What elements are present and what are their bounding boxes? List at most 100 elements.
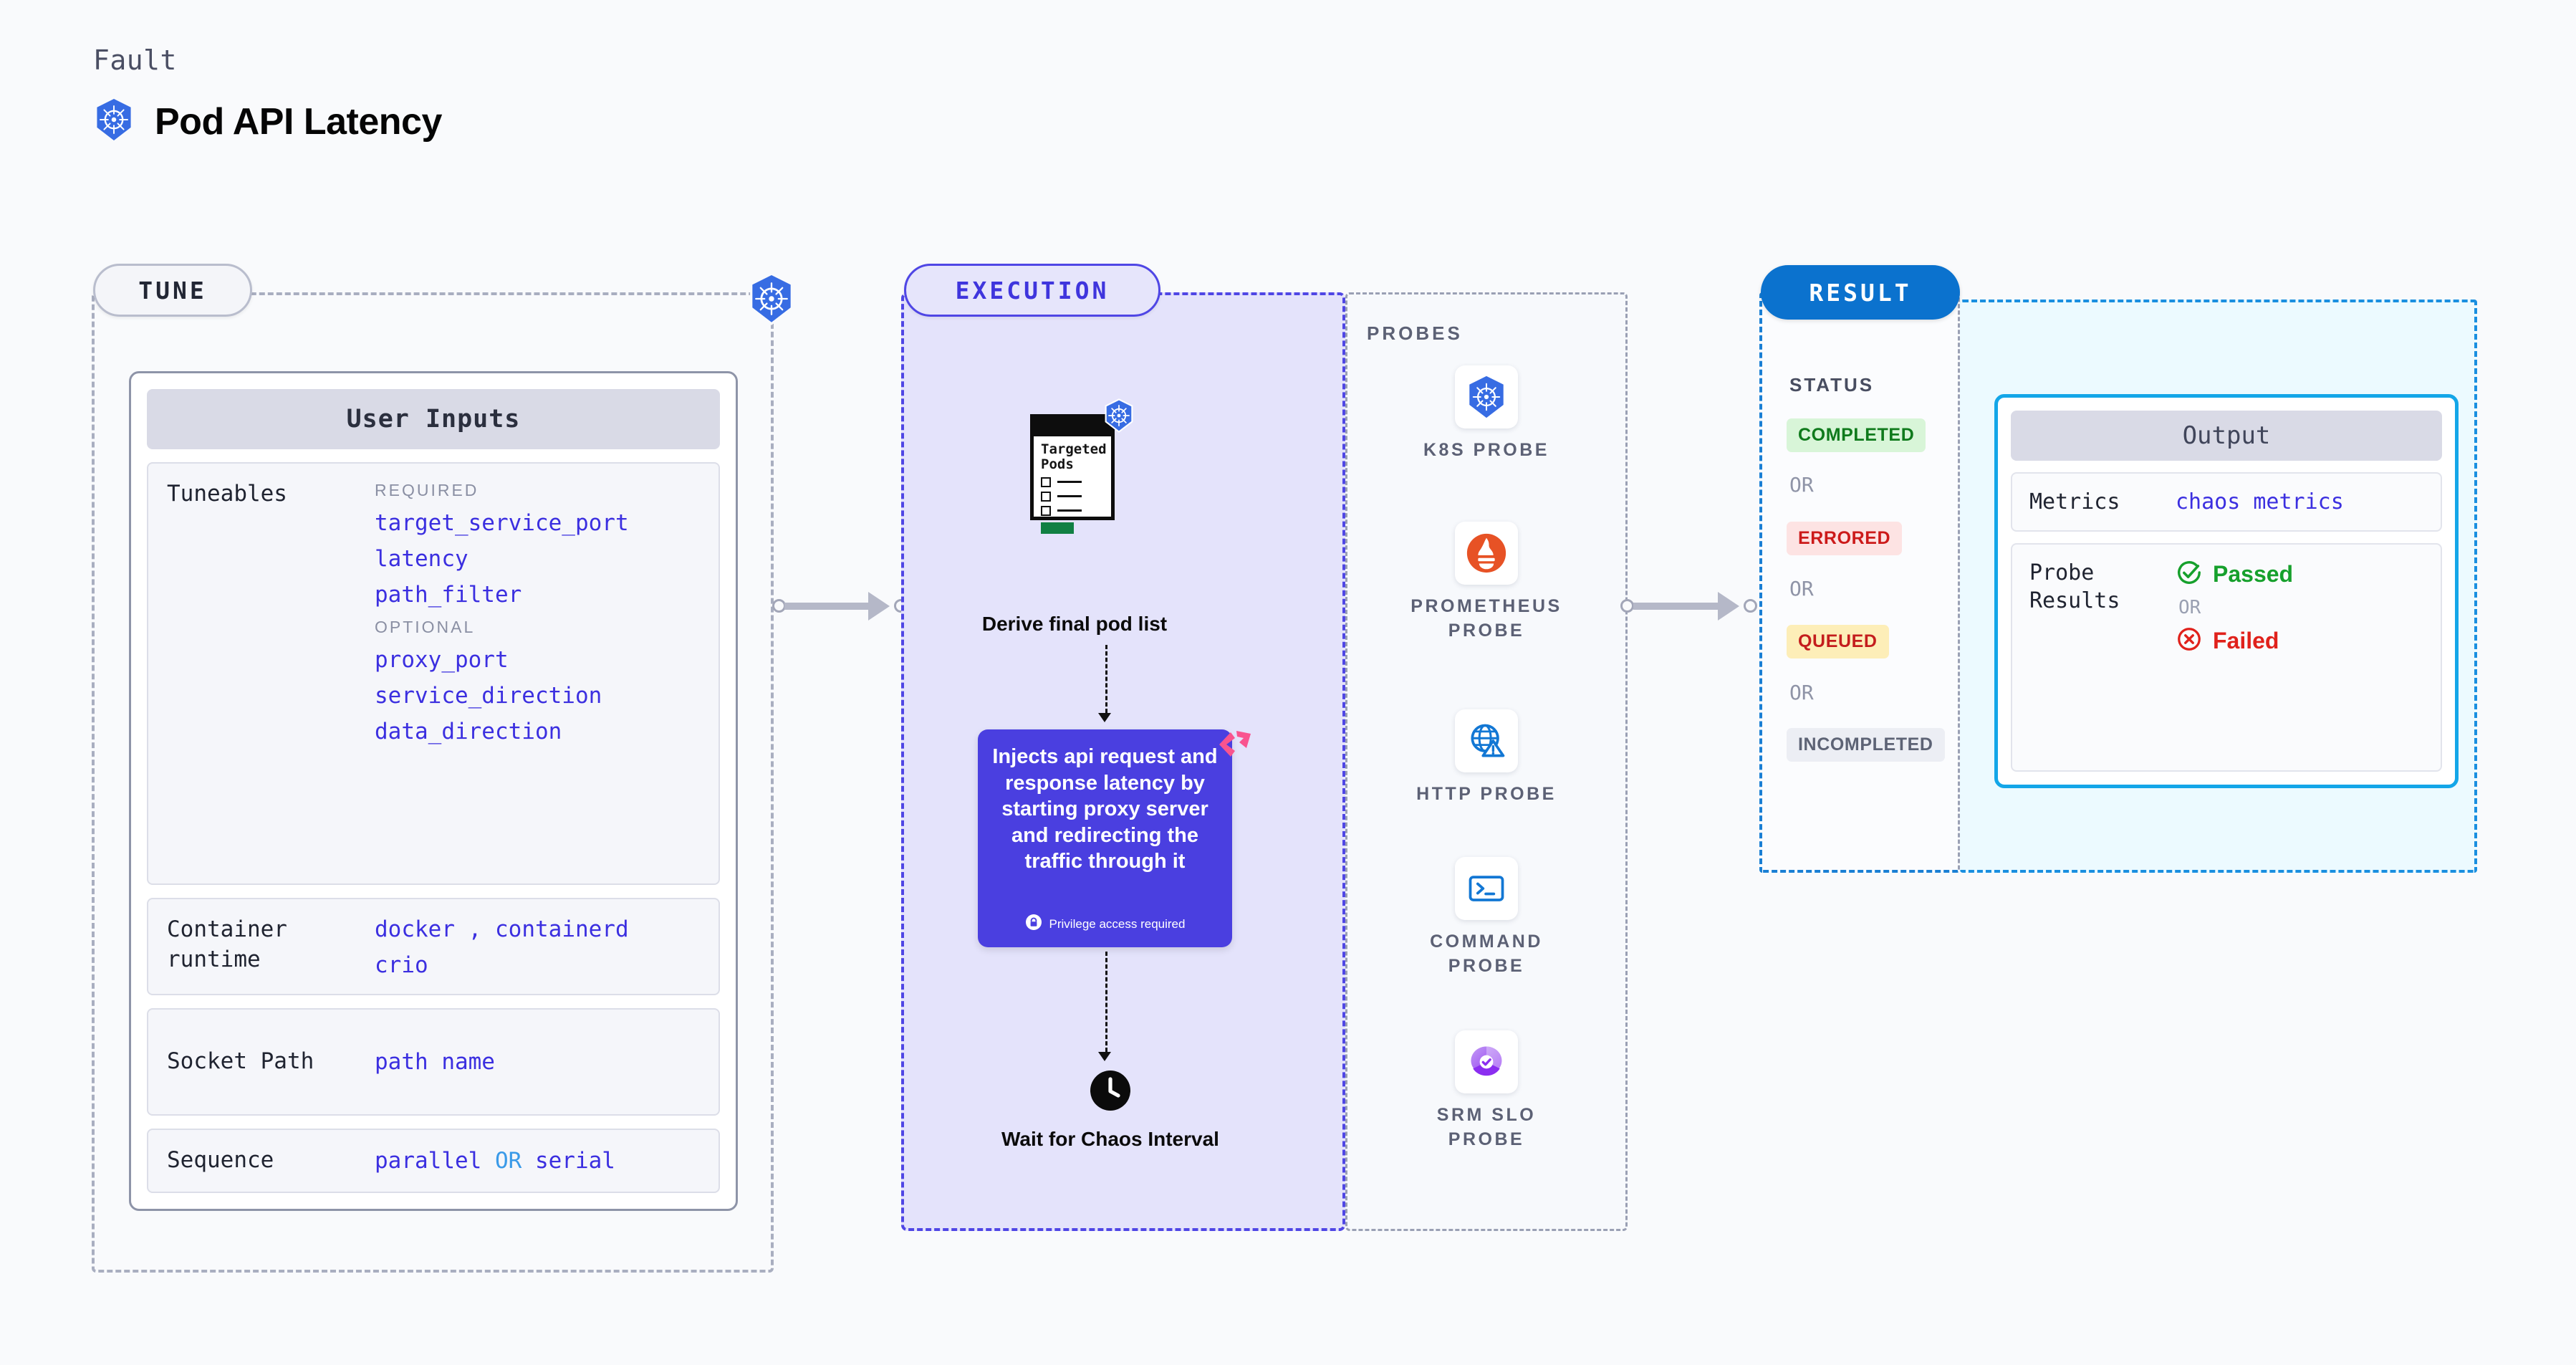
tuneables-label: Tuneables — [167, 481, 287, 507]
probe-label: SRM SLO PROBE — [1436, 1105, 1537, 1149]
probe-label: PROMETHEUS PROBE — [1410, 596, 1562, 641]
runtime-separator: , — [468, 916, 482, 943]
connector-line — [1633, 603, 1719, 610]
checkbox-icon — [1041, 505, 1051, 516]
status-badge-errored: ERRORED — [1787, 522, 1903, 555]
progress-bar — [1041, 522, 1074, 534]
tune-panel — [92, 292, 774, 1273]
user-inputs-title: User Inputs — [147, 389, 720, 449]
tuneable-latency[interactable]: latency — [375, 546, 468, 572]
title-row: Pod API Latency — [93, 97, 442, 145]
container-runtime-row: Container runtime docker , containerd cr… — [147, 898, 720, 996]
probe-label: K8S PROBE — [1423, 440, 1549, 460]
checkbox-icon — [1041, 491, 1051, 502]
tuneable-proxy-port[interactable]: proxy_port — [375, 647, 509, 673]
socket-path-label: Socket Path — [167, 1048, 314, 1075]
tuneable-data-direction[interactable]: data_direction — [375, 719, 562, 744]
card-titlebar — [1034, 418, 1111, 436]
socket-path-row: Socket Path path name — [147, 1008, 720, 1116]
list-item — [1041, 476, 1105, 487]
lock-icon — [1025, 914, 1042, 934]
page-header: Fault Pod API Latency — [93, 44, 442, 145]
probes-label: PROBES — [1367, 322, 1463, 344]
flow-connector — [1105, 952, 1107, 1052]
tuneables-row: Tuneables REQUIRED target_service_port l… — [147, 462, 720, 886]
privilege-text: Privilege access required — [1049, 916, 1186, 931]
runtime-docker[interactable]: docker — [375, 916, 455, 943]
fault-kicker: Fault — [93, 44, 177, 76]
metrics-value[interactable]: chaos metrics — [2176, 489, 2344, 514]
optional-label: OPTIONAL — [375, 618, 476, 636]
sequence-parallel[interactable]: parallel — [375, 1148, 482, 1174]
checkbox-icon — [1041, 476, 1051, 487]
result-status-panel — [1759, 292, 1960, 873]
result-badge: RESULT — [1761, 265, 1960, 320]
kubernetes-icon — [745, 272, 798, 325]
probe-label: COMMAND PROBE — [1430, 931, 1543, 976]
probe-result-failed: Failed — [2176, 626, 2293, 656]
flow-arrow — [1098, 713, 1111, 722]
probe-item-k8s[interactable]: K8S PROBE — [1345, 365, 1628, 463]
connector-line — [784, 603, 870, 610]
tune-badge: TUNE — [93, 264, 252, 317]
targeted-pods-card: Targeted Pods — [1030, 414, 1115, 534]
flow-arrow — [1098, 1052, 1111, 1061]
privilege-note: Privilege access required — [1025, 914, 1186, 939]
status-badge-incompleted: INCOMPLETED — [1787, 728, 1945, 762]
list-item — [1041, 491, 1105, 502]
probe-item-prometheus[interactable]: PROMETHEUS PROBE — [1345, 522, 1628, 643]
user-inputs-card: User Inputs Tuneables REQUIRED target_se… — [129, 371, 738, 1211]
tuneables-values: REQUIRED target_service_port latency pat… — [375, 479, 629, 868]
prometheus-icon — [1455, 522, 1518, 585]
sequence-values: parallel OR serial — [375, 1148, 615, 1174]
wait-chaos-interval-label: Wait for Chaos Interval — [1001, 1128, 1219, 1150]
runtime-containerd[interactable]: containerd — [495, 916, 629, 943]
status-badge-completed: COMPLETED — [1787, 418, 1926, 452]
connector-dot — [1620, 599, 1634, 613]
clock-icon — [1090, 1070, 1131, 1111]
page-title: Pod API Latency — [155, 100, 442, 143]
derive-pod-list-label: Derive final pod list — [981, 613, 1168, 635]
globe-warning-icon — [1455, 709, 1518, 772]
kubernetes-icon — [1455, 365, 1518, 428]
socket-path-value[interactable]: path name — [375, 1049, 495, 1076]
inject-description: Injects api request and response latency… — [992, 745, 1218, 873]
tuneable-service-direction[interactable]: service_direction — [375, 683, 602, 709]
litmus-logo — [1218, 729, 1252, 760]
container-runtime-values: docker , containerd crio — [375, 915, 629, 978]
probe-results-values: Passed OR Failed — [2176, 559, 2293, 756]
probe-label: HTTP PROBE — [1416, 784, 1557, 804]
tuneable-target-service-port[interactable]: target_service_port — [375, 510, 629, 536]
targeted-pods-title: Targeted Pods — [1041, 441, 1107, 473]
probe-result-passed: Passed — [2176, 559, 2293, 590]
inject-fault-card: Injects api request and response latency… — [978, 729, 1232, 947]
execution-badge: EXECUTION — [904, 264, 1160, 317]
srm-slo-donut-icon — [1455, 1030, 1518, 1093]
status-or: OR — [1789, 473, 1814, 497]
status-label: STATUS — [1789, 374, 1875, 396]
probe-result-or: OR — [2178, 597, 2201, 618]
required-label: REQUIRED — [375, 481, 479, 499]
probe-item-srm-slo[interactable]: SRM SLO PROBE — [1345, 1030, 1628, 1152]
sequence-or: OR — [494, 1148, 522, 1174]
sequence-row: Sequence parallel OR serial — [147, 1129, 720, 1193]
metrics-row: Metrics chaos metrics — [2011, 472, 2442, 532]
output-card: Output Metrics chaos metrics Probe Resul… — [1994, 394, 2459, 788]
connector-dot — [1744, 599, 1757, 613]
probe-results-label: Probe Results — [2029, 560, 2120, 613]
connector-arrow — [868, 592, 890, 621]
failed-label: Failed — [2213, 628, 2279, 653]
status-badge-queued: QUEUED — [1787, 625, 1889, 658]
tuneable-path-filter[interactable]: path_filter — [375, 582, 522, 608]
runtime-crio[interactable]: crio — [375, 952, 428, 979]
terminal-icon — [1455, 857, 1518, 920]
x-circle-icon — [2176, 626, 2203, 656]
list-item — [1041, 505, 1105, 516]
probe-item-command[interactable]: COMMAND PROBE — [1345, 857, 1628, 979]
sequence-serial[interactable]: serial — [534, 1148, 615, 1174]
status-or: OR — [1789, 681, 1814, 704]
kubernetes-icon — [1102, 398, 1136, 433]
probe-item-http[interactable]: HTTP PROBE — [1345, 709, 1628, 807]
flow-connector — [1105, 645, 1107, 713]
passed-label: Passed — [2213, 561, 2294, 587]
